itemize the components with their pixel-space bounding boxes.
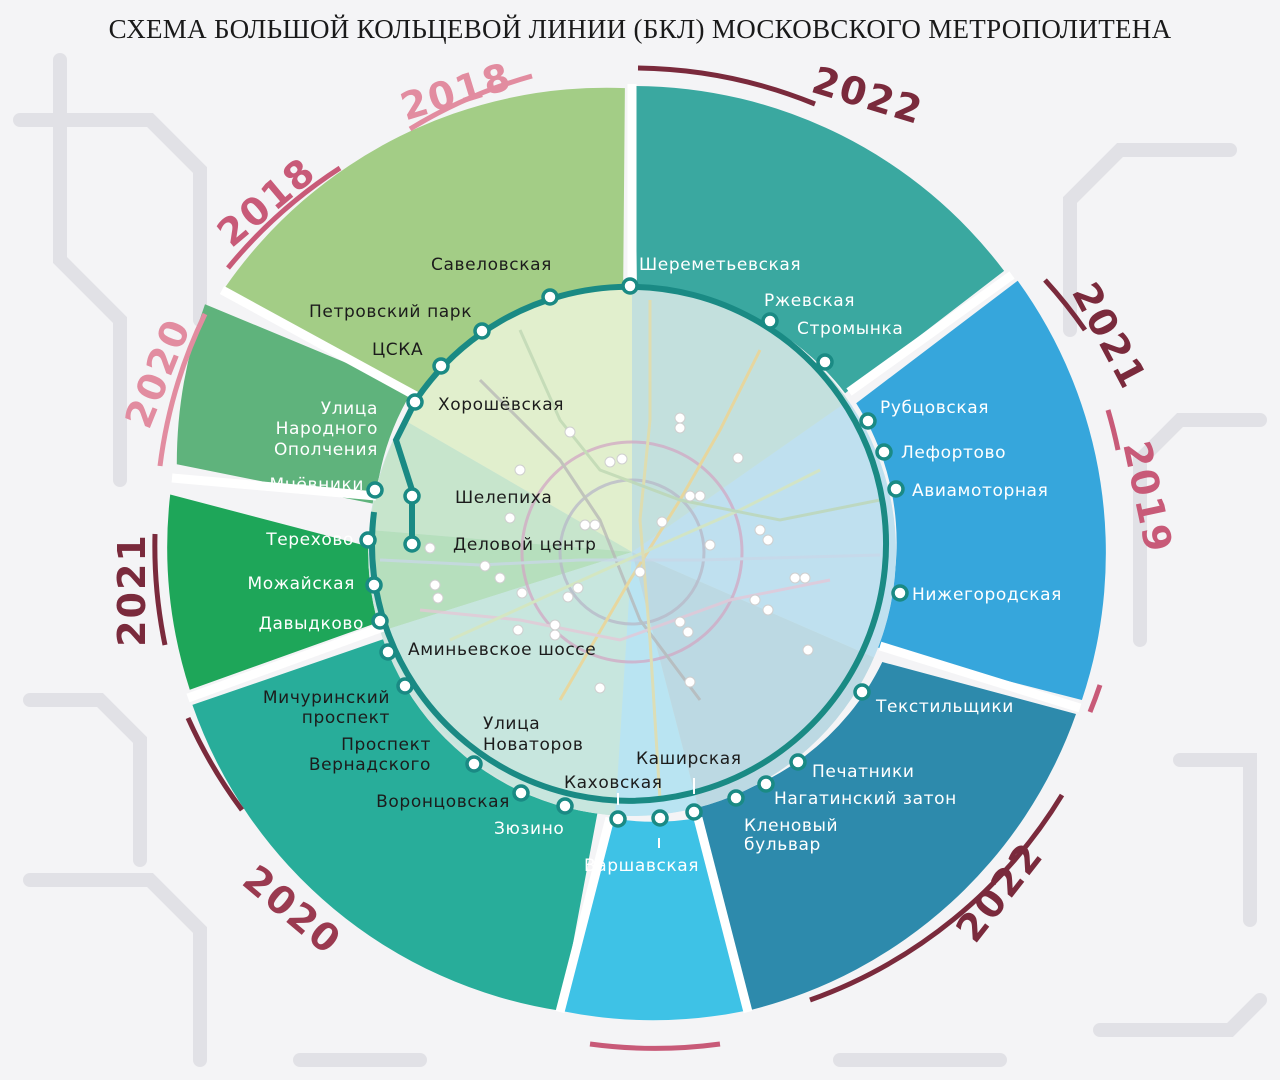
station-sheremetyevskaya: Шереметьевская xyxy=(639,255,801,275)
station-stromynka: Стромынка xyxy=(797,319,903,339)
station-vernadskogo-line2: Вернадского xyxy=(309,755,431,775)
station-zyuzino: Зюзино xyxy=(494,819,564,839)
station-klenovy-line2: бульвар xyxy=(744,835,821,855)
station-pechatniki: Печатники xyxy=(812,762,915,782)
year-2019-right: 2019 xyxy=(1114,437,1181,557)
station-michurinsky-line2: проспект xyxy=(302,708,390,728)
sector-2020-south xyxy=(560,818,747,1021)
station-cska: ЦСКА xyxy=(372,340,423,360)
year-arcs xyxy=(152,65,1121,1051)
sector-2020-southwest xyxy=(192,635,598,1011)
station-vorontsovskaya: Воронцовская xyxy=(376,792,510,812)
station-kashirskaya: Каширская xyxy=(636,749,742,769)
year-2021-right: 2021 xyxy=(1063,275,1155,396)
sector-2021-west xyxy=(167,494,385,690)
station-opolcheniya-line3: Ополчения xyxy=(274,440,378,460)
station-varshavskaya: Варшавская xyxy=(584,856,699,876)
sector-separators xyxy=(171,84,1082,1014)
station-shelepikha: Шелепиха xyxy=(455,488,552,508)
leader-ticks xyxy=(617,778,695,848)
bkl-line xyxy=(369,283,890,804)
year-2022-top: 2022 xyxy=(807,58,929,133)
station-labels: Шереметьевская Ржевская Стромынка Рубцов… xyxy=(247,255,1061,876)
sector-2022-southeast xyxy=(692,662,1076,1011)
background-pattern xyxy=(13,53,1267,1067)
station-aviamotornaya: Авиамоторная xyxy=(912,481,1048,501)
station-rzhevskaya: Ржевская xyxy=(764,291,855,311)
station-tekstilshchiki: Текстильщики xyxy=(875,697,1014,717)
station-vernadskogo-line1: Проспект xyxy=(341,735,431,755)
station-opolcheniya-line2: Народного xyxy=(276,419,378,439)
station-lefortovo: Лефортово xyxy=(901,443,1006,463)
station-kakhovskaya: Каховская xyxy=(564,773,663,793)
sector-2021-2019-east xyxy=(856,280,1106,700)
station-novatorov-line2: Новаторов xyxy=(483,735,584,755)
year-2021-left: 2021 xyxy=(110,533,154,647)
station-nagatinsky-zaton: Нагатинский затон xyxy=(774,789,957,809)
station-mnevniki: Мнёвники xyxy=(269,475,364,495)
station-klenovy-line1: Кленовый xyxy=(744,816,838,836)
station-davydkovo: Давыдково xyxy=(259,614,364,634)
station-khoroshevskaya: Хорошёвская xyxy=(438,395,564,415)
station-delovoy: Деловой центр xyxy=(453,535,597,555)
station-michurinsky-line1: Мичуринский xyxy=(263,688,390,708)
page-title: СХЕМА БОЛЬШОЙ КОЛЬЦЕВОЙ ЛИНИИ (БКЛ) МОСК… xyxy=(108,14,1172,44)
station-petrovsky: Петровский парк xyxy=(309,302,472,322)
station-terekhovo: Терехово xyxy=(265,530,354,550)
station-rubtsovskaya: Рубцовская xyxy=(880,398,989,418)
sector-wedges xyxy=(167,86,1106,1021)
sector-2022-north xyxy=(634,86,1005,394)
station-novatorov-line1: Улица xyxy=(483,714,540,734)
station-opolcheniya-line1: Улица xyxy=(321,399,378,419)
sector-2018-north xyxy=(225,87,625,403)
inner-map xyxy=(368,288,896,816)
station-mozhayskaya: Можайская xyxy=(247,574,355,594)
station-dots xyxy=(359,277,909,828)
station-nizhegorodskaya: Нижегородская xyxy=(912,585,1062,605)
sector-2018-northwest xyxy=(176,304,413,505)
station-savelovskaya: Савеловская xyxy=(431,255,552,275)
station-aminyevskoe: Аминьевское шоссе xyxy=(408,640,596,660)
